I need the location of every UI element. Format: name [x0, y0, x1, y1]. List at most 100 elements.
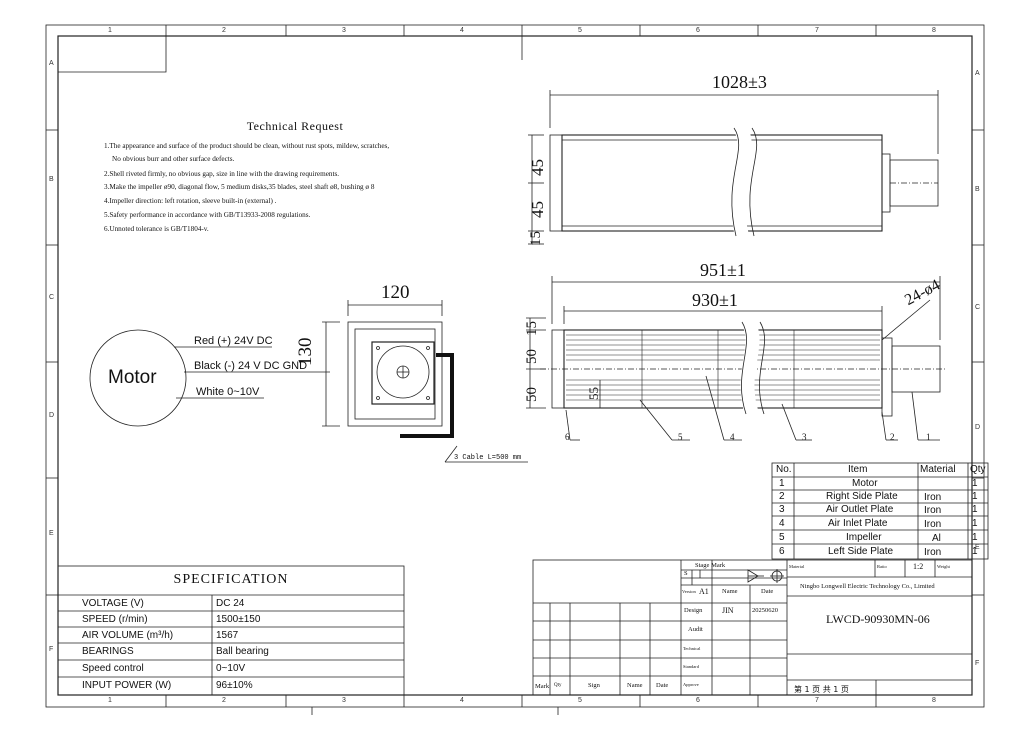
- col-label-4: 4: [460, 27, 464, 34]
- parts-header-qty: Qty: [970, 464, 986, 475]
- cable: [400, 353, 454, 438]
- spec-value-speed-control: 0~10V: [216, 663, 246, 674]
- parts-header-material: Material: [920, 464, 956, 475]
- inner-frame: [57, 35, 973, 696]
- specification-grid: [57, 565, 405, 696]
- technical-request-line: 2.Shell riveted firmly, no obvious gap, …: [104, 170, 340, 178]
- spec-value-speed: 1500±150: [216, 614, 261, 625]
- tb-date-label: Date: [761, 588, 774, 595]
- balloon-5: 5: [678, 432, 683, 442]
- parts-row-2-no: 2: [779, 491, 785, 502]
- grid-ticks: [46, 25, 984, 715]
- col-label-bottom-8: 8: [932, 697, 936, 704]
- tb-col-qty: Qty: [554, 683, 562, 688]
- spec-label-voltage: VOLTAGE (V): [82, 598, 144, 609]
- row-label-right-c: C: [975, 304, 981, 311]
- parts-row-5-no: 5: [779, 532, 785, 543]
- col-label-bottom-6: 6: [696, 697, 700, 704]
- spec-label-speed-control: Speed control: [82, 663, 144, 674]
- parts-row-6-material: Iron: [924, 547, 942, 558]
- tb-company: Ningbo Longwell Electric Technology Co.,…: [800, 583, 935, 590]
- col-label-bottom-2: 2: [222, 697, 226, 704]
- col-label-5: 5: [578, 27, 582, 34]
- col-label-7: 7: [815, 27, 819, 34]
- balloon-2: 2: [890, 432, 895, 442]
- tb-col-sign: Sign: [588, 682, 600, 689]
- tb-col-mark: Mark: [535, 683, 550, 690]
- parts-row-6-item: Left Side Plate: [828, 546, 894, 557]
- tb-stage-mark: Stage Mark: [695, 562, 726, 569]
- row-label-right-d: D: [975, 424, 981, 431]
- spec-value-input-power: 96±10%: [216, 680, 253, 691]
- tb-version-value: A1: [699, 587, 709, 596]
- front-left-dim-1: 15: [524, 321, 540, 336]
- balloon-4: 4: [730, 432, 735, 442]
- parts-header-no: No.: [776, 464, 792, 475]
- parts-header-item: Item: [848, 464, 868, 475]
- spec-value-voltage: DC 24: [216, 598, 245, 609]
- top-left-dim-1: 45: [528, 159, 547, 176]
- row-label-f: F: [49, 646, 54, 653]
- tb-drawing-number: LWCD-90930MN-06: [826, 612, 930, 626]
- tb-design-label: Design: [684, 607, 703, 614]
- col-label-bottom-1: 1: [108, 697, 112, 704]
- col-label-bottom-4: 4: [460, 697, 464, 704]
- row-label-right-f: F: [975, 660, 980, 667]
- title-block-grid: [532, 559, 973, 696]
- tb-name-label: Name: [722, 588, 738, 595]
- balloon-3: 3: [802, 432, 807, 442]
- col-label-bottom-3: 3: [342, 697, 346, 704]
- parts-row-6-no: 6: [779, 546, 785, 557]
- parts-row-4-item: Air Inlet Plate: [828, 518, 888, 529]
- top-left-dim-3: 15: [528, 231, 544, 246]
- row-label-right-b: B: [975, 186, 980, 193]
- specification-title: SPECIFICATION: [173, 572, 289, 587]
- balloon-1: 1: [926, 432, 931, 442]
- spec-value-air-volume: 1567: [216, 630, 239, 641]
- row-label-e: E: [49, 530, 54, 537]
- tb-col-date: Date: [656, 682, 669, 689]
- parts-row-4-qty: 1: [972, 518, 978, 529]
- tb-stage-s: S: [684, 570, 688, 577]
- technical-request-line: 4.Impeller direction: left rotation, sle…: [104, 197, 277, 205]
- col-label-bottom-7: 7: [815, 697, 819, 704]
- tb-sheet-info: 第 1 页 共 1 页: [794, 685, 849, 694]
- row-label-a: A: [49, 60, 54, 67]
- tb-version-label: Version: [682, 589, 696, 594]
- side-view-drawing: [322, 300, 528, 463]
- side-height-dim: 130: [295, 337, 316, 367]
- front-overall-dim: 951±1: [700, 260, 746, 280]
- tb-technical-label: Technical: [683, 646, 701, 651]
- tb-ratio-label: Ratio: [877, 564, 887, 569]
- parts-row-1-no: 1: [779, 478, 785, 489]
- tb-material-label: Material: [789, 564, 805, 569]
- parts-row-1-qty: 1: [972, 478, 978, 489]
- corner-box: [58, 36, 167, 73]
- parts-row-3-qty: 1: [972, 504, 978, 515]
- wire-label-red: Red (+) 24V DC: [194, 335, 273, 347]
- col-label-1: 1: [108, 27, 112, 34]
- parts-row-5-item: Impeller: [846, 532, 882, 543]
- row-label-d: D: [49, 412, 55, 419]
- parts-row-2-material: Iron: [924, 492, 942, 503]
- front-left-dim-3: 50: [524, 387, 540, 402]
- spec-label-speed: SPEED (r/min): [82, 614, 148, 625]
- col-label-2: 2: [222, 27, 226, 34]
- tb-ratio-value: 1:2: [913, 562, 924, 571]
- col-label-bottom-5: 5: [578, 697, 582, 704]
- col-label-3: 3: [342, 27, 346, 34]
- parts-row-6-qty: 1: [972, 546, 978, 557]
- technical-request-line: 1.The appearance and surface of the prod…: [104, 142, 390, 150]
- front-body-dim: 930±1: [692, 290, 738, 310]
- row-label-c: C: [49, 294, 55, 301]
- parts-row-5-material: Al: [932, 533, 941, 544]
- motor-circle: [89, 329, 187, 427]
- top-view-drawing: [528, 90, 939, 245]
- technical-request-line: 3.Make the impeller ø90, diagonal flow, …: [104, 183, 375, 191]
- tb-weight-label: Weight: [937, 564, 950, 569]
- technical-request-line: No obvious burr and other surface defect…: [112, 155, 235, 163]
- wire-label-white: White 0~10V: [196, 386, 260, 398]
- front-view-drawing: [526, 276, 946, 441]
- parts-row-5-qty: 1: [972, 532, 978, 543]
